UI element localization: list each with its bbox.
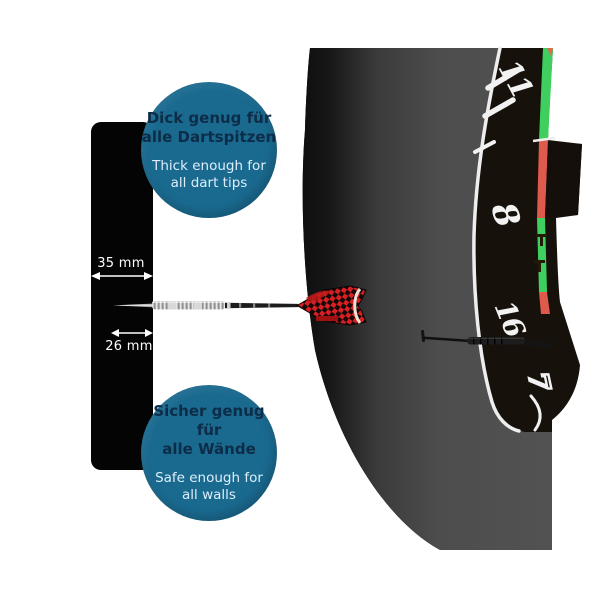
barrel-groove [168, 301, 176, 310]
barrel-groove [194, 301, 202, 310]
depth-arrow [111, 329, 153, 337]
dart-flight [295, 285, 367, 326]
board-edge-highlight [472, 46, 521, 433]
wire-staples [534, 234, 547, 272]
badge-top-title: Dick genug für alle Dartspitzen [142, 109, 277, 147]
thickness-arrow [91, 272, 153, 280]
badge-bottom-subtitle-line1: Safe enough for [155, 470, 263, 487]
flight-brand-band [316, 316, 338, 321]
badge-bottom-title-line2: alle Wände [162, 440, 256, 459]
badge-bottom-title: Sicher genug für alle Wände [141, 402, 277, 459]
thickness-label: 35 mm [97, 256, 145, 271]
badge-top-subtitle-line2: all dart tips [170, 174, 248, 191]
double-ring-red-tip [547, 48, 553, 56]
badge-bottom-title-line1: Sicher genug für [153, 402, 265, 440]
badge-top-title-line2: alle Dartspitzen [141, 127, 277, 146]
wire-ring-line [532, 136, 556, 143]
dart-shaft [225, 302, 298, 309]
badge-top-subtitle: Thick enough for all dart tips [152, 158, 266, 192]
board-shadow-block [545, 142, 582, 217]
wire-spokes [473, 67, 521, 154]
wall-protector-bar [91, 122, 153, 470]
badge-bottom-subtitle: Safe enough for all walls [155, 470, 263, 504]
double-ring-red-mid [537, 140, 548, 218]
surround-face [302, 48, 552, 550]
steel-dart [113, 285, 367, 326]
badge-dart-tips: Dick genug für alle Dartspitzen Thick en… [141, 82, 277, 218]
shaft-rings [227, 302, 271, 309]
dartboard-side-view: 11 8 16 7 [302, 46, 582, 550]
wire-bend-highlight [529, 394, 542, 432]
embedded-black-dart [420, 329, 551, 349]
badge-top-subtitle-line1: Thick enough for [152, 157, 266, 174]
double-ring-red-lower [539, 292, 550, 314]
double-ring-green-top [539, 48, 553, 140]
badge-top-title-line1: Dick genug für [146, 108, 272, 127]
badge-bottom-subtitle-line2: all walls [182, 487, 236, 504]
dart-point [113, 303, 152, 308]
depth-label: 26 mm [105, 339, 153, 354]
badge-walls: Sicher genug für alle Wände Safe enough … [141, 385, 277, 521]
